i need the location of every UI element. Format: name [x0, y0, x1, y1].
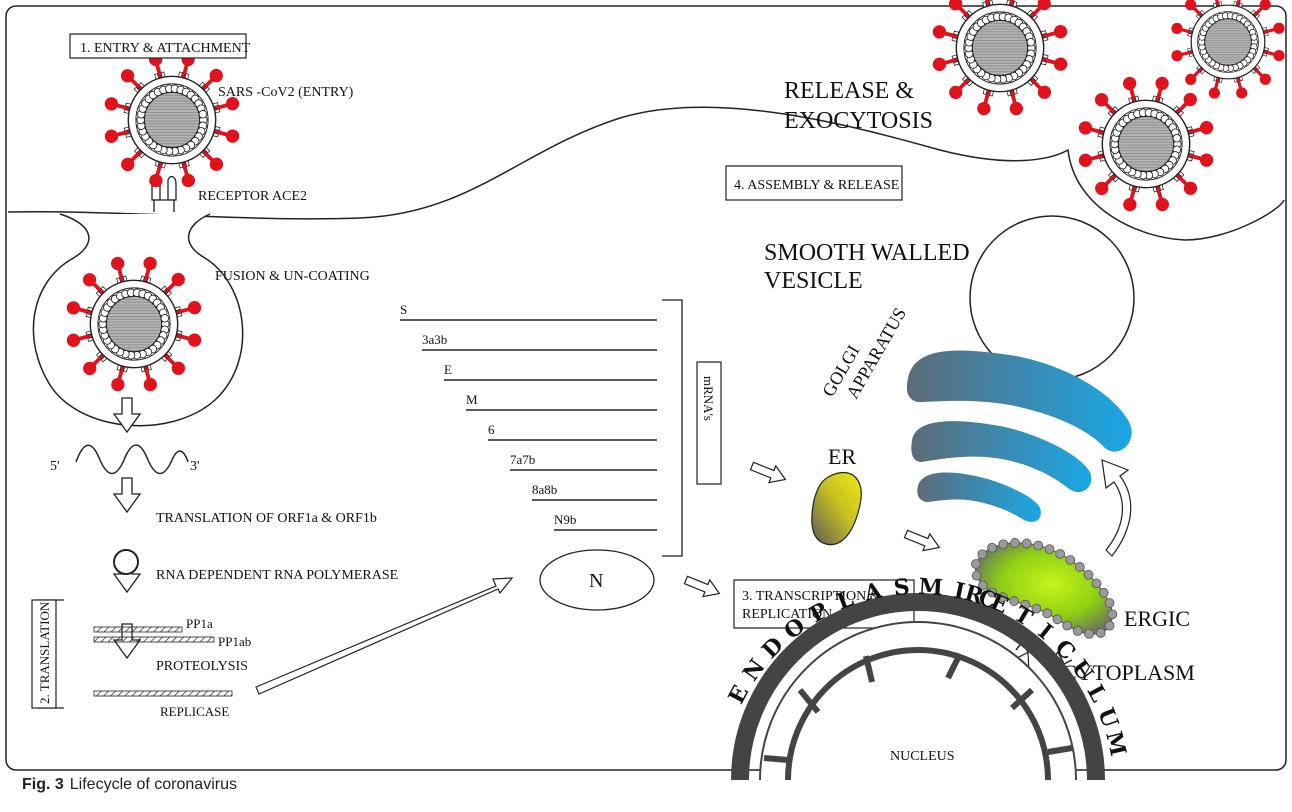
replicase-bar: [93, 690, 233, 697]
figure-caption-text: Lifecycle of coronavirus: [69, 776, 237, 793]
mrna-label-item: 3a3b: [422, 332, 447, 347]
ergic-dot: [1031, 603, 1042, 614]
mrna-label-item: S: [400, 302, 407, 317]
ergic-dot: [1020, 599, 1031, 610]
mrna-label-item: 7a7b: [510, 452, 535, 467]
release-label-line1: RELEASE &: [784, 78, 914, 104]
mrna-label-item: 6: [488, 422, 495, 437]
step2-box: [31, 599, 57, 709]
ergic-dot: [987, 587, 998, 598]
virus-entry-label: SARS -CoV2 (ENTRY): [218, 85, 354, 100]
er-label: ER: [828, 444, 856, 469]
er-blob: [811, 471, 862, 546]
translation-orf-label: TRANSLATION OF ORF1a & ORF1b: [156, 511, 377, 526]
mrna-label: mRNA's: [701, 376, 716, 421]
pp1a-bar: [93, 626, 183, 633]
ergic-dot: [971, 559, 981, 569]
ergic-dot: [1065, 555, 1076, 565]
golgi-apparatus: [906, 350, 1132, 522]
step3-label-line1: 3. TRANSCRIPTION &: [742, 589, 881, 604]
receptor-label: RECEPTOR ACE2: [198, 189, 307, 204]
step1-box: [69, 33, 247, 59]
ergic-dot: [998, 539, 1009, 550]
ergic-dot: [1010, 538, 1020, 548]
fusion-label: FUSION & UN-COATING: [215, 269, 370, 284]
ergic-body: [971, 538, 1118, 639]
n-protein-label: N: [589, 570, 603, 592]
ergic-dot: [1052, 614, 1063, 625]
ergic-dot: [998, 592, 1008, 603]
diagram-frame: [5, 5, 1287, 771]
ergic-dot: [1091, 578, 1102, 589]
step3-label-line2: REPLICATION: [742, 607, 832, 622]
five-prime-label: 5': [50, 459, 60, 474]
three-prime-label: 3': [190, 459, 200, 474]
step2-label: 2. TRANSLATION: [37, 601, 52, 704]
ergic-dot: [1042, 608, 1053, 619]
cell-membrane: [7, 106, 1285, 241]
ergic-dot: [987, 542, 997, 553]
ergic-dot: [1104, 620, 1115, 631]
mrna-label-item: M: [466, 392, 478, 407]
figure-number: Fig. 3: [22, 776, 64, 793]
ergic-to-golgi-arrow: [1101, 459, 1132, 557]
rna-genome: [75, 444, 189, 475]
pp1ab-bar: [93, 636, 215, 643]
ergic-dot: [1062, 620, 1073, 631]
mrna-bracket: [662, 299, 683, 557]
replicase-to-n-arrow: [255, 577, 514, 695]
ergic-dot: [1009, 596, 1020, 606]
replicase-label: REPLICASE: [160, 704, 229, 719]
ergic-dot: [1074, 562, 1085, 572]
pp1ab-label: PP1ab: [218, 634, 251, 649]
cytoplasm-label: CYTOPLASM: [1062, 660, 1195, 685]
polymerase-label: RNA DEPENDENT RNA POLYMERASE: [156, 568, 398, 583]
ergic-dot: [1098, 587, 1109, 598]
mrna-label-item: N9b: [554, 512, 576, 527]
step4-box: [725, 165, 903, 201]
mrna-label-item: E: [444, 362, 452, 377]
figure-caption: Fig. 3 Lifecycle of coronavirus: [22, 776, 237, 794]
polymerase-circle: [113, 549, 139, 575]
ergic-dot: [1055, 549, 1066, 559]
ergic-dot: [978, 580, 988, 591]
nucleus-label: NUCLEUS: [890, 749, 955, 764]
proteolysis-label: PROTEOLYSIS: [156, 659, 248, 674]
release-label-line2: EXOCYTOSIS: [784, 108, 933, 134]
step4-label: 4. ASSEMBLY & RELEASE: [734, 178, 899, 193]
ace2-receptor: [151, 175, 177, 212]
nucleus-region: NUCLEUS: [731, 593, 1105, 781]
step1-label: 1. ENTRY & ATTACHMENT: [80, 41, 251, 56]
vesicle-label-line1: SMOOTH WALLED: [764, 240, 970, 266]
n-protein-ellipse: [539, 549, 655, 611]
ergic-dot: [1084, 628, 1094, 639]
svg-text:S: S: [893, 574, 911, 601]
ergic-dot: [1072, 626, 1083, 636]
svg-text:M: M: [1100, 729, 1131, 759]
pp1a-label: PP1a: [186, 616, 213, 631]
mrna-label-item: 8a8b: [532, 482, 557, 497]
ergic-dot: [1033, 540, 1044, 551]
ergic-dot: [977, 549, 988, 560]
ergic-dot: [1021, 538, 1032, 549]
ergic-dot: [971, 570, 982, 581]
vesicle-label-line2: VESICLE: [764, 268, 863, 294]
svg-text:M: M: [918, 574, 944, 601]
ergic-label: ERGIC: [1124, 606, 1190, 631]
ergic-dot: [1107, 609, 1118, 620]
mrna-box: [696, 361, 722, 485]
ergic-dot: [1104, 598, 1115, 608]
ergic-dot: [1095, 627, 1106, 638]
ergic-dot: [1044, 544, 1055, 554]
ergic-dot: [1083, 569, 1094, 580]
